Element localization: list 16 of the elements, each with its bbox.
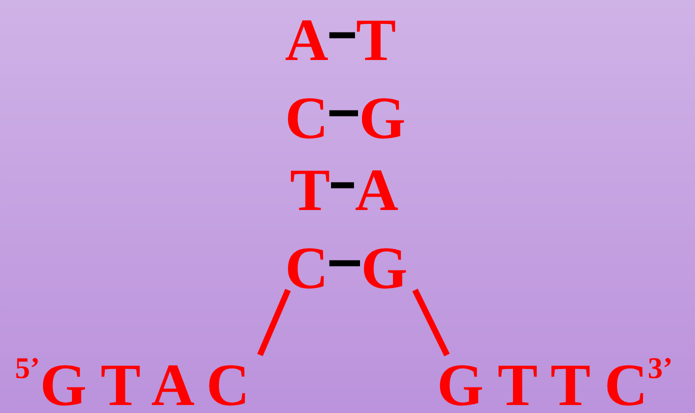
nucleotide-base: C xyxy=(285,88,328,148)
nucleotide-base: T xyxy=(290,160,330,220)
dna-strand-sequence: $^{5’}$G T A C xyxy=(15,355,250,413)
base-pair-bond xyxy=(329,32,355,38)
base-pair-bond xyxy=(329,260,360,266)
base-pair-bond xyxy=(329,110,358,116)
nucleotide-base: T xyxy=(356,10,396,70)
dna-strand-sequence: G T T C$^{3’}$ xyxy=(437,355,673,413)
connecting-line xyxy=(412,288,450,356)
connecting-line xyxy=(257,288,291,356)
nucleotide-base: A xyxy=(285,10,328,70)
nucleotide-base: G xyxy=(359,88,406,148)
nucleotide-base: A xyxy=(355,160,398,220)
nucleotide-base: G xyxy=(361,238,408,298)
base-pair-bond xyxy=(331,182,354,188)
nucleotide-base: C xyxy=(285,238,328,298)
